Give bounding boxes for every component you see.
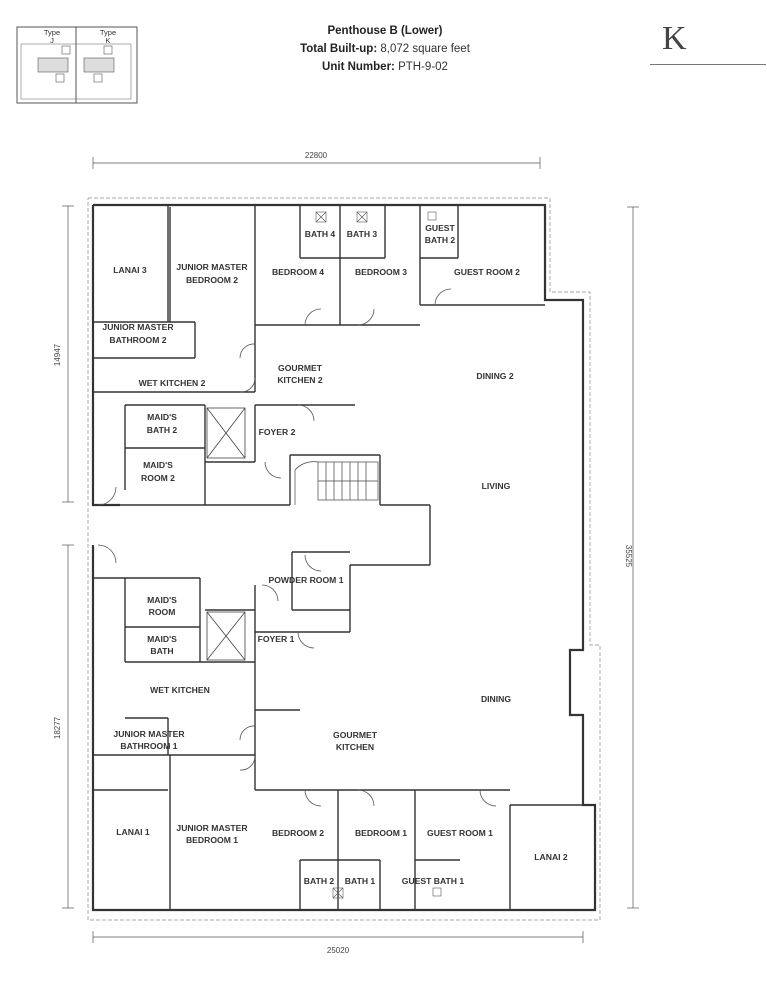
outer-walls [87,197,601,921]
room-dining-2: DINING 2 [476,371,513,381]
room-lanai-2: LANAI 2 [534,852,568,862]
dimension-top: 22800 [305,151,328,160]
room-bath-3: BATH 3 [347,229,378,239]
room-bedroom-2: BEDROOM 2 [272,828,324,838]
door-swings [97,288,497,807]
room-guest-room-1: GUEST ROOM 1 [427,828,493,838]
room-gourmet-kitchen-line1: GOURMET [333,730,378,740]
dimension-right: 35525 [624,545,633,568]
keyplan-type-j-label: Type [44,28,60,37]
keyplan-type-k-label: Type [100,28,116,37]
room-junior-master-bathroom-1-line1: JUNIOR MASTER [113,729,185,739]
room-junior-master-bathroom-1-line2: BATHROOM 1 [120,741,177,751]
room-wet-kitchen: WET KITCHEN [150,685,210,695]
room-junior-master-bedroom-2-line2: BEDROOM 2 [186,275,238,285]
unit-title: Penthouse B (Lower) [327,25,443,37]
room-maids-room-2-line2: ROOM 2 [141,473,175,483]
room-junior-master-bedroom-2-line1: JUNIOR MASTER [176,262,248,272]
room-gourmet-kitchen-2-line2: KITCHEN 2 [277,375,323,385]
type-divider [650,64,766,65]
room-bath-4: BATH 4 [305,229,336,239]
room-bedroom-3: BEDROOM 3 [355,267,407,277]
room-guest-bath-1: GUEST BATH 1 [402,876,465,886]
room-foyer-2: FOYER 2 [259,427,296,437]
room-maids-bath-2-line1: MAID'S [147,412,177,422]
type-letter: K [662,20,687,57]
unit-number-value: PTH-9-02 [398,61,448,73]
room-bedroom-4: BEDROOM 4 [272,267,324,277]
keyplan-type-j-letter: J [50,36,54,45]
unit-info: Penthouse B (Lower) Total Built-up: 8,07… [250,22,520,76]
lift-shafts [206,407,246,661]
dimension-lines [62,157,639,943]
room-gourmet-kitchen-line2: KITCHEN [336,742,374,752]
built-up-value: 8,072 square feet [380,43,470,55]
room-living: LIVING [482,481,511,491]
room-lanai-3: LANAI 3 [113,265,147,275]
room-foyer-1: FOYER 1 [258,634,295,644]
staircase [294,461,379,505]
room-maids-room-2-line1: MAID'S [143,460,173,470]
room-maids-room-line1: MAID'S [147,595,177,605]
room-gourmet-kitchen-2-line1: GOURMET [278,363,323,373]
room-maids-bath-2-line2: BATH 2 [147,425,178,435]
interior-walls [93,205,583,910]
dimension-bottom: 25020 [327,946,350,955]
built-up-label: Total Built-up: [300,43,378,55]
room-lanai-1: LANAI 1 [116,827,150,837]
key-plan: Type J Type K [16,26,138,104]
room-wet-kitchen-2: WET KITCHEN 2 [139,378,206,388]
room-maids-bath-line2: BATH [150,646,173,656]
room-junior-master-bathroom-2-line1: JUNIOR MASTER [102,322,174,332]
room-maids-bath-line1: MAID'S [147,634,177,644]
room-dining: DINING [481,694,511,704]
room-maids-room-line2: ROOM [149,607,176,617]
room-junior-master-bedroom-1-line2: BEDROOM 1 [186,835,238,845]
room-guest-room-2: GUEST ROOM 2 [454,267,520,277]
room-powder-room-1: POWDER ROOM 1 [269,575,344,585]
room-guest-bath-2-line2: BATH 2 [425,235,456,245]
room-guest-bath-2-line1: GUEST [425,223,455,233]
room-junior-master-bathroom-2-line2: BATHROOM 2 [109,335,166,345]
sanitary-fixtures [315,211,442,899]
unit-number-label: Unit Number: [322,61,395,73]
header: Type J Type K Penthouse B (Lower) Total … [0,0,767,110]
dimension-left-upper: 14947 [53,343,62,366]
room-bath-1: BATH 1 [345,876,376,886]
keyplan-type-k-letter: K [105,36,110,45]
room-bath-2: BATH 2 [304,876,335,886]
room-bedroom-1: BEDROOM 1 [355,828,407,838]
room-junior-master-bedroom-1-line1: JUNIOR MASTER [176,823,248,833]
dimension-left-lower: 18277 [53,716,62,739]
